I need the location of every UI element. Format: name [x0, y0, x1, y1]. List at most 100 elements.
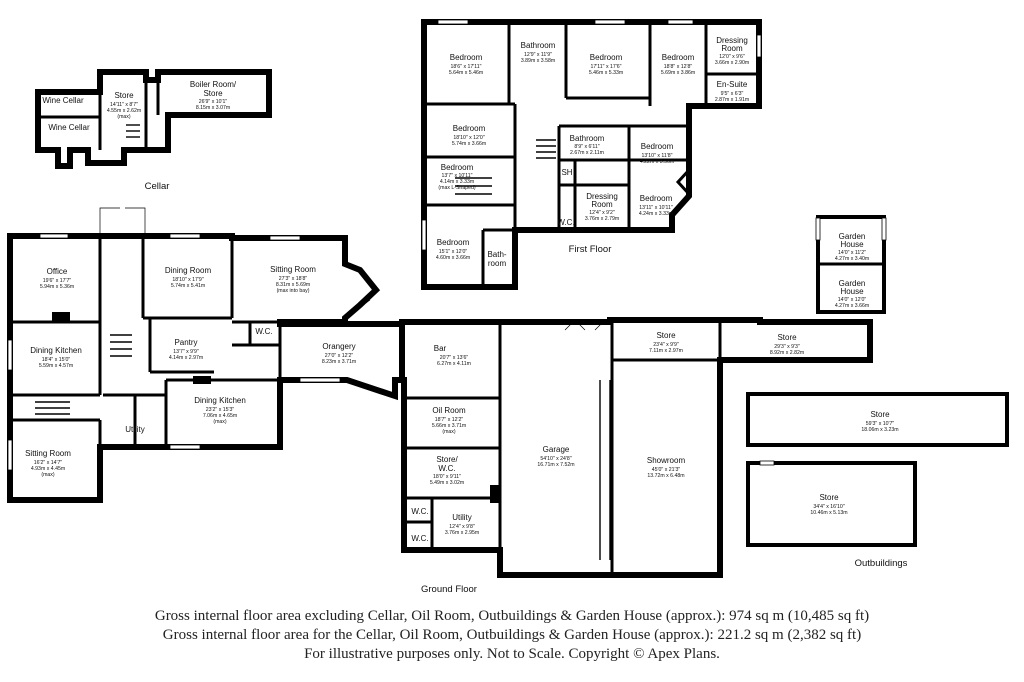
office-label: Office — [47, 267, 68, 276]
bedroom-dim: 18'8" x 12'8" — [664, 64, 693, 70]
store-wc-label: W.C. — [438, 464, 455, 473]
bedroom-label: Bedroom — [441, 163, 474, 172]
store-dim: 4.55m x 2.62m — [107, 108, 141, 114]
bedroom-dim: 18'10" x 12'0" — [453, 135, 484, 141]
outbuildings-plan — [746, 392, 1009, 547]
pantry-dim: 4.14m x 2.97m — [169, 355, 203, 361]
store-wc-dim: 18'0" x 9'11" — [433, 474, 461, 480]
wine-cellar-label: Wine Cellar — [42, 96, 84, 105]
sitting-room-dim: 16'2" x 14'7" — [34, 460, 63, 466]
store-label: Store — [819, 493, 839, 502]
bedroom-dim: 13'10" x 11'8" — [642, 153, 673, 159]
dressing-room-label: Room — [721, 44, 743, 53]
dressing-room-label: Room — [591, 200, 613, 209]
bedroom-label: Bedroom — [453, 124, 486, 133]
store-wc-label: Store/ — [436, 455, 458, 464]
sh-label: SH — [561, 168, 572, 177]
sitting-room-dim: (max) — [41, 472, 55, 478]
cellar-plan — [35, 69, 272, 169]
garden-house-label: House — [840, 287, 864, 296]
store-dim: 29'3" x 9'3" — [774, 344, 800, 350]
bedroom-label: Bedroom — [662, 53, 695, 62]
dining-room-dim: 18'10" x 17'9" — [172, 277, 203, 283]
sitting-room-dim: 27'3" x 18'8" — [279, 276, 308, 282]
bedroom-dim: 5.64m x 5.46m — [449, 70, 483, 76]
wc-label: W.C. — [255, 327, 272, 336]
pantry-dim: 13'7" x 9'9" — [173, 349, 199, 355]
en-suite-dim: 9'5" x 6'3" — [721, 91, 744, 97]
bathroom-label: room — [488, 259, 507, 268]
orangery-dim: 8.23m x 3.71m — [322, 359, 356, 365]
garden-house-dim: 14'0" x 12'0" — [838, 297, 867, 303]
bedroom-dim: 5.69m x 3.86m — [661, 70, 695, 76]
bathroom-dim: 3.89m x 3.58m — [521, 58, 555, 64]
bedroom-dim: 5.46m x 5.33m — [589, 70, 623, 76]
dining-kitchen-label: Dining Kitchen — [194, 396, 246, 405]
bathroom-dim: 12'9" x 11'9" — [524, 52, 552, 58]
dressing-room-dim: 12'0" x 9'6" — [719, 54, 745, 60]
sitting-room-label: Sitting Room — [270, 265, 316, 274]
bedroom-dim: 4.14m x 3.33m — [440, 179, 474, 185]
sitting-room-dim: 4.93m x 4.45m — [31, 466, 65, 472]
garden-house-dim: 4.27m x 3.40m — [835, 256, 869, 262]
garden-house-dim: 14'0" x 11'2" — [838, 250, 866, 256]
bedroom-dim: 18'6" x 17'11" — [451, 64, 482, 70]
oil-room-dim: 5.66m x 3.71m — [432, 423, 466, 429]
garden-house-plan — [815, 215, 887, 314]
bedroom-dim: 13'7" x 10'11" — [442, 173, 473, 179]
showroom-dim: 13.72m x 6.48m — [647, 473, 684, 479]
dressing-room-label: Dressing — [716, 36, 748, 45]
en-suite-dim: 2.87m x 1.91m — [715, 97, 749, 103]
garden-house-label: Garden — [839, 232, 866, 241]
bedroom-label: Bedroom — [437, 238, 470, 247]
bedroom-label: Bedroom — [641, 142, 674, 151]
dining-room-label: Dining Room — [165, 266, 212, 275]
office-dim: 5.94m x 5.36m — [40, 284, 74, 290]
dining-kitchen-dim: 18'4" x 15'0" — [42, 357, 71, 363]
wc-label: W.C. — [411, 507, 428, 516]
store-label: Store — [656, 331, 676, 340]
dining-kitchen-dim: 23'2" x 15'3" — [206, 407, 235, 413]
sitting-room-dim: (max into bay) — [277, 288, 310, 294]
garage-dim: 16.71m x 7.52m — [537, 462, 574, 468]
orangery-label: Orangery — [322, 342, 355, 351]
pantry-label: Pantry — [174, 338, 197, 347]
bar-dim: 20'7" x 13'6" — [440, 355, 469, 361]
garage-label: Garage — [543, 445, 570, 454]
bedroom-dim: (max L-Shaped) — [438, 185, 475, 191]
utility-dim: 3.76m x 2.95m — [445, 530, 479, 536]
bathroom-label: Bath- — [487, 250, 506, 259]
dining-kitchen-dim: 5.59m x 4.57m — [39, 363, 73, 369]
orangery-dim: 27'0" x 12'2" — [325, 353, 354, 359]
bathroom-label: Bathroom — [570, 134, 605, 143]
wc-label: W.C. — [411, 534, 428, 543]
garden-house-dim: 4.27m x 3.66m — [835, 303, 869, 309]
first-floor-plan — [421, 19, 762, 290]
wc-label: W.C. — [557, 218, 574, 227]
dressing-room-label: Dressing — [586, 192, 618, 201]
bathroom-dim: 2.67m x 2.11m — [570, 150, 604, 156]
dining-kitchen-dim: (max) — [213, 419, 227, 425]
boiler-room-dim: 26'9" x 10'1" — [199, 99, 228, 105]
utility-label: Utility — [452, 513, 472, 522]
office-dim: 19'6" x 17'7" — [43, 278, 72, 284]
store-dim: 23'4" x 9'9" — [653, 342, 679, 348]
bedroom-dim: 13'11" x 10'11" — [639, 205, 673, 211]
store-label: Store — [114, 91, 134, 100]
bathroom-dim: 8'9" x 6'11" — [574, 144, 599, 150]
store-label: Store — [777, 333, 797, 342]
footer-area-excluding: Gross internal floor area excluding Cell… — [154, 608, 870, 624]
section-labels: Cellar First Floor Ground Floor Outbuild… — [145, 181, 908, 595]
bedroom-dim: 4.60m x 3.66m — [436, 255, 470, 261]
utility-dim: 12'4" x 9'8" — [449, 524, 475, 530]
store-dim: 14'11" x 8'7" — [110, 102, 138, 108]
bar-label: Bar — [434, 344, 447, 353]
footer-area-including: Gross internal floor area for the Cellar… — [162, 627, 862, 643]
boiler-room-label: Store — [203, 89, 223, 98]
dining-room-dim: 5.74m x 5.41m — [171, 283, 205, 289]
bar-dim: 6.27m x 4.11m — [437, 361, 471, 367]
store-dim: 18.06m x 3.23m — [861, 427, 898, 433]
sitting-room-label: Sitting Room — [25, 449, 71, 458]
oil-room-dim: 18'7" x 12'2" — [435, 417, 464, 423]
bathroom-label: Bathroom — [521, 41, 556, 50]
